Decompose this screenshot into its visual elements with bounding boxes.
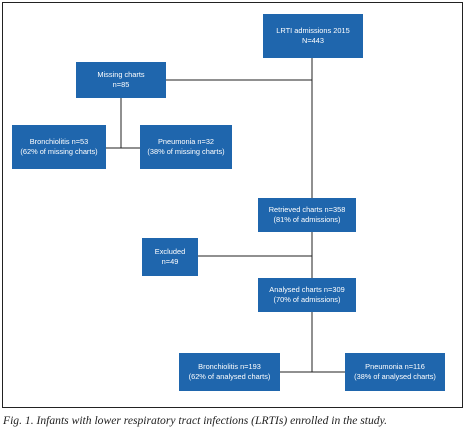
node-line1: Pneumonia n=32 [157,137,215,146]
node-analysed-charts: Analysed charts n=309 (70% of admissions… [258,278,356,312]
node-line2: (62% of missing charts) [20,147,98,156]
node-line2: (62% of analysed charts) [188,372,271,381]
node-line2: (38% of analysed charts) [354,372,436,381]
figure-caption: Fig. 1. Infants with lower respiratory t… [3,414,387,427]
node-bronchiolitis-analysed: Bronchiolitis n=193 (62% of analysed cha… [179,353,280,391]
node-line1: Missing charts [97,70,145,79]
node-line1: Bronchiolitis n=193 [198,362,261,371]
node-line2: N=443 [302,36,324,45]
node-line1: Analysed charts n=309 [269,285,345,294]
node-bronchiolitis-missing: Bronchiolitis n=53 (62% of missing chart… [12,125,106,169]
node-missing-charts: Missing charts n=85 [76,62,166,98]
node-pneumonia-analysed: Pneumonia n=116 (38% of analysed charts) [345,353,445,391]
node-line2: (38% of missing charts) [147,147,225,156]
node-line1: Excluded [154,247,186,256]
node-excluded: Excluded n=49 [142,238,198,276]
node-line1: Bronchiolitis n=53 [29,137,89,146]
node-lrti-admissions: LRTI admissions 2015 N=443 [263,14,363,58]
node-pneumonia-missing: Pneumonia n=32 (38% of missing charts) [140,125,232,169]
flowchart-frame [2,2,463,408]
node-line1: Retrieved charts n=358 [268,205,346,214]
node-line2: (70% of admissions) [273,295,341,304]
node-line2: n=49 [161,257,179,266]
node-line2: (81% of admissions) [273,215,341,224]
node-line1: LRTI admissions 2015 [276,26,350,35]
node-line2: n=85 [112,80,130,89]
node-retrieved-charts: Retrieved charts n=358 (81% of admission… [258,198,356,232]
node-line1: Pneumonia n=116 [365,362,425,371]
